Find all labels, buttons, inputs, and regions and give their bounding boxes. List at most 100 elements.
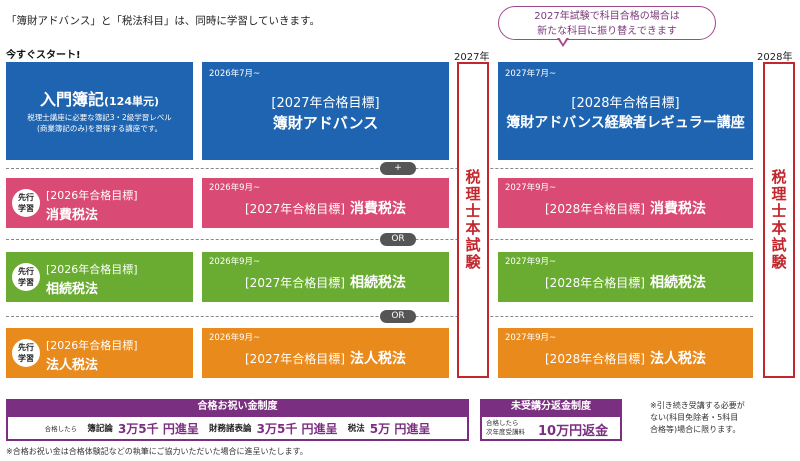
year-2027-label: 2027年 <box>454 52 490 63</box>
course-name: 簿財アドバンス経験者レギュラー講座 <box>506 115 745 131</box>
inheritance-tax-2027-box: 2026年9月~ [2027年合格目標] 相続税法 <box>202 252 449 302</box>
target-year-label: [2027年合格目標] <box>245 201 345 216</box>
early-study-badge: 先行学習 <box>12 263 40 291</box>
exam-2027-box: 税理士本試験 <box>457 62 489 378</box>
intro-course-units: (124単元) <box>103 95 160 108</box>
year-2028-label: 2028年 <box>757 52 793 63</box>
subject-name: 消費税法 <box>46 208 99 223</box>
refund-condition-1: 合格したら <box>486 419 519 427</box>
plus-pill: + <box>380 162 416 175</box>
or-pill: OR <box>380 233 416 246</box>
course-title-line: [2028年合格目標] 法人税法 <box>498 346 753 370</box>
early-inheritance-tax-box: 先行学習 [2026年合格目標] 相続税法 <box>6 252 193 302</box>
boza-advance-2028-box: 2027年7月~ [2028年合格目標] 簿財アドバンス経験者レギュラー講座 <box>498 62 753 160</box>
intro-course-name: 入門簿記 <box>39 90 104 109</box>
reward-amount-3: 5万 円進呈 <box>369 421 431 436</box>
course-title-line: [2027年合格目標] 法人税法 <box>202 346 449 370</box>
target-year-label: [2027年合格目標] <box>245 351 345 366</box>
early-target-label: [2026年合格目標] <box>46 189 138 202</box>
reward-subject-3: 税法 <box>347 424 365 434</box>
refund-amount: 10万円返金 <box>538 424 609 439</box>
course-title-line: [2028年合格目標] 相続税法 <box>498 270 753 294</box>
reward-subject-1: 簿記論 <box>87 424 113 434</box>
reward-box: 合格したら 簿記論 3万5千 円進呈 財務諸表論 3万5千 円進呈 税法 5万 … <box>6 415 469 441</box>
refund-note-line-3: 合格等)場合に限ります。 <box>650 425 741 434</box>
reward-row: 合格したら 簿記論 3万5千 円進呈 財務諸表論 3万5千 円進呈 税法 5万 … <box>8 417 467 439</box>
course-start-date: 2026年9月~ <box>209 183 261 193</box>
target-year-label: [2028年合格目標] <box>545 275 645 290</box>
badge-line-2: 学習 <box>18 278 34 287</box>
course-name: 簿財アドバンス <box>272 114 379 132</box>
badge-line-1: 先行 <box>18 267 34 276</box>
target-year-label: [2028年合格目標] <box>571 96 680 111</box>
boza-advance-2027-box: 2026年7月~ [2027年合格目標] 簿財アドバンス <box>202 62 449 160</box>
intro-course-title: 入門簿記(124単元) <box>6 86 193 110</box>
refund-condition-2: 次年度受講料 <box>486 428 525 436</box>
early-study-badge: 先行学習 <box>12 189 40 217</box>
badge-line-2: 学習 <box>18 354 34 363</box>
target-year-label: [2027年合格目標] <box>271 96 380 111</box>
course-start-date: 2026年7月~ <box>209 69 261 79</box>
course-start-date: 2026年9月~ <box>209 333 261 343</box>
target-year-label: [2028年合格目標] <box>545 201 645 216</box>
reward-amount-1: 3万5千 円進呈 <box>117 421 199 436</box>
separator-line <box>6 316 753 317</box>
refund-note-line-1: ※引き続き受講する必要が <box>650 401 745 410</box>
reward-title: 合格お祝い金制度 <box>6 399 469 415</box>
callout-line-1: 2027年試験で科目合格の場合は <box>534 11 680 22</box>
consumption-tax-2028-box: 2027年9月~ [2028年合格目標] 消費税法 <box>498 178 753 228</box>
subject-name: 法人税法 <box>46 358 99 373</box>
corporate-tax-2028-box: 2027年9月~ [2028年合格目標] 法人税法 <box>498 328 753 378</box>
transfer-callout: 2027年試験で科目合格の場合は 新たな科目に振り替えできます <box>498 6 716 40</box>
reward-amount-2: 3万5千 円進呈 <box>256 421 338 436</box>
course-start-date: 2027年9月~ <box>505 333 557 343</box>
subject-name: 相続税法 <box>650 275 706 291</box>
course-start-date: 2027年9月~ <box>505 257 557 267</box>
early-consumption-tax-box: 先行学習 [2026年合格目標] 消費税法 <box>6 178 193 228</box>
start-now-label: 今すぐスタート! <box>6 50 81 61</box>
exam-2028-box: 税理士本試験 <box>763 62 795 378</box>
intro-desc-line-2: (商業簿記のみ)を習得する講座です。 <box>36 124 163 133</box>
separator-line <box>6 239 753 240</box>
target-year-label: [2028年合格目標] <box>545 351 645 366</box>
reward-prefix: 合格したら <box>44 425 78 433</box>
refund-note-line-2: ない(科目免除者・5科目 <box>650 413 739 422</box>
badge-line-1: 先行 <box>18 193 34 202</box>
callout-pointer-inner <box>558 37 567 44</box>
early-target-label: [2026年合格目標] <box>46 339 138 352</box>
subject-name: 消費税法 <box>350 201 406 217</box>
reward-subject-2: 財務諸表論 <box>209 424 252 434</box>
subject-name: 法人税法 <box>650 351 706 367</box>
early-target-label: [2026年合格目標] <box>46 263 138 276</box>
consumption-tax-2027-box: 2026年9月~ [2027年合格目標] 消費税法 <box>202 178 449 228</box>
or-pill: OR <box>380 310 416 323</box>
intro-bookkeeping-box: 入門簿記(124単元) 税理士講座に必要な簿記3・2級学習レベル (商業簿記のみ… <box>6 62 193 160</box>
callout-line-2: 新たな科目に振り替えできます <box>537 26 677 37</box>
course-start-date: 2027年7月~ <box>505 69 557 79</box>
separator-line <box>6 168 753 169</box>
intro-desc-line-1: 税理士講座に必要な簿記3・2級学習レベル <box>27 113 172 122</box>
refund-title: 未受講分返金制度 <box>480 399 622 415</box>
subject-name: 相続税法 <box>350 275 406 291</box>
course-title-line: [2027年合格目標] 消費税法 <box>202 196 449 220</box>
target-year-label: [2027年合格目標] <box>245 275 345 290</box>
early-study-badge: 先行学習 <box>12 339 40 367</box>
refund-note: ※引き続き受講する必要が ない(科目免除者・5科目 合格等)場合に限ります。 <box>650 400 745 436</box>
early-corporate-tax-box: 先行学習 [2026年合格目標] 法人税法 <box>6 328 193 378</box>
badge-line-2: 学習 <box>18 204 34 213</box>
refund-conditions: 合格したら 次年度受講料 <box>486 419 525 437</box>
badge-line-1: 先行 <box>18 343 34 352</box>
footnote: ※合格お祝い金は合格体験記などの執筆にご協力いただいた場合に進呈いたします。 <box>6 447 308 456</box>
inheritance-tax-2028-box: 2027年9月~ [2028年合格目標] 相続税法 <box>498 252 753 302</box>
refund-box: 合格したら 次年度受講料 10万円返金 <box>480 415 622 441</box>
course-start-date: 2027年9月~ <box>505 183 557 193</box>
course-start-date: 2026年9月~ <box>209 257 261 267</box>
intro-text: 「簿財アドバンス」と「税法科目」は、同時に学習していきます。 <box>6 15 320 27</box>
course-title-line: [2027年合格目標] 相続税法 <box>202 270 449 294</box>
subject-name: 法人税法 <box>350 351 406 367</box>
subject-name: 相続税法 <box>46 282 99 297</box>
subject-name: 消費税法 <box>650 201 706 217</box>
intro-course-description: 税理士講座に必要な簿記3・2級学習レベル (商業簿記のみ)を習得する講座です。 <box>6 112 193 134</box>
course-title-line: [2028年合格目標] 消費税法 <box>498 196 753 220</box>
corporate-tax-2027-box: 2026年9月~ [2027年合格目標] 法人税法 <box>202 328 449 378</box>
